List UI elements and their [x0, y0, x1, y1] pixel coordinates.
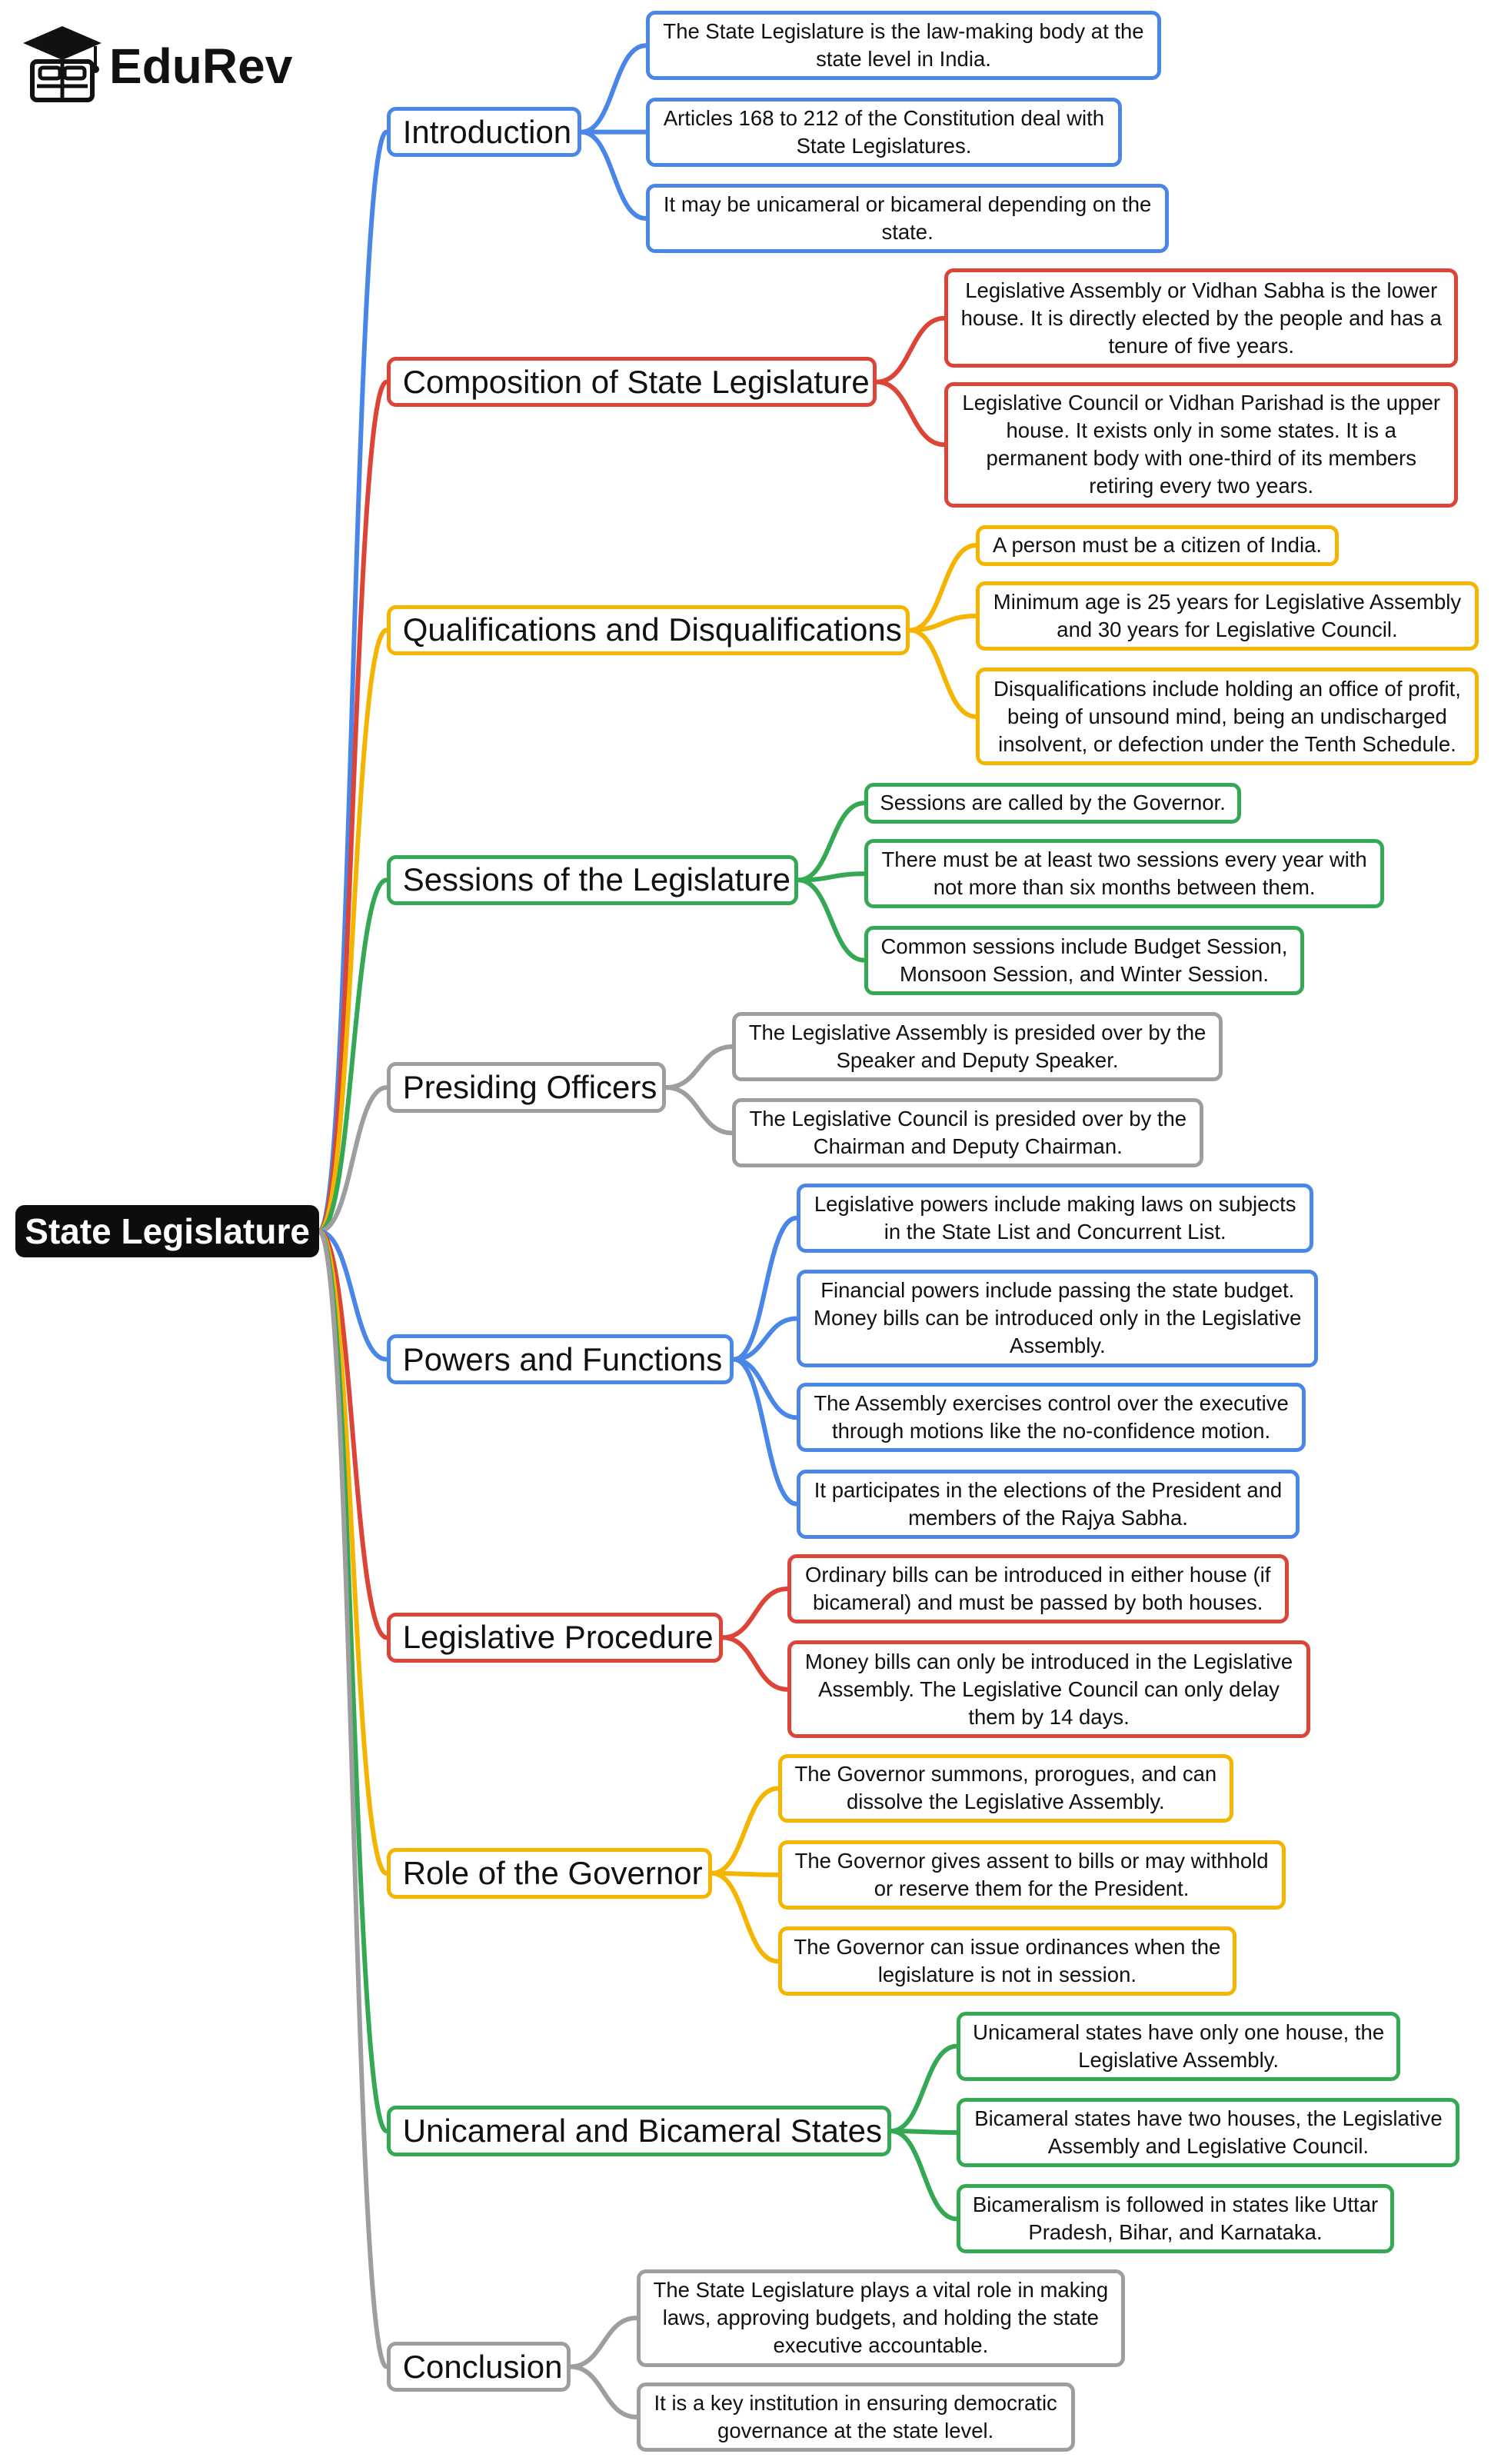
root-branch-connector	[316, 1085, 389, 1234]
leaf-node: Disqualifications include holding an off…	[976, 668, 1479, 766]
branch-node: Powers and Functions	[386, 1334, 734, 1385]
branch-leaf-connector	[721, 1586, 790, 1640]
branch-node: Role of the Governor	[386, 1848, 712, 1899]
leaf-node: Financial powers include passing the sta…	[797, 1270, 1319, 1367]
branch-leaf-connector	[721, 1635, 790, 1692]
leaf-node: Legislative Assembly or Vidhan Sabha is …	[944, 268, 1459, 368]
branch-leaf-connector	[709, 1870, 780, 1964]
leaf-node: The Governor summons, prorogues, and can…	[777, 1753, 1234, 1823]
branch-leaf-connector	[888, 2043, 960, 2133]
branch-node: Presiding Officers	[386, 1062, 667, 1113]
root-branch-connector	[316, 628, 389, 1234]
leaf-node: Legislative Council or Vidhan Parishad i…	[944, 381, 1459, 508]
leaf-node: The Legislative Council is presided over…	[732, 1098, 1204, 1168]
branch-node: Sessions of the Legislature	[386, 854, 799, 906]
leaf-node: Bicameralism is followed in states like …	[957, 2184, 1394, 2254]
branch-leaf-connector	[567, 2364, 639, 2419]
leaf-node: There must be at least two sessions ever…	[864, 839, 1385, 909]
branch-leaf-connector	[907, 614, 979, 633]
leaf-node: A person must be a citizen of India.	[976, 524, 1340, 566]
leaf-node: The Governor gives assent to bills or ma…	[777, 1840, 1286, 1910]
leaf-node: Articles 168 to 212 of the Constitution …	[645, 97, 1123, 167]
graduation-cap-icon	[23, 26, 102, 102]
branch-leaf-connector	[874, 379, 947, 448]
leaf-node: The Legislative Assembly is presided ove…	[732, 1012, 1223, 1081]
branch-leaf-connector	[664, 1044, 735, 1090]
leaf-node: The Governor can issue ordinances when t…	[777, 1926, 1237, 1996]
branch-leaf-connector	[796, 877, 867, 963]
leaf-node: It may be unicameral or bicameral depend…	[645, 184, 1170, 253]
branch-leaf-connector	[664, 1085, 735, 1136]
leaf-node: Money bills can only be introduced in th…	[787, 1640, 1311, 1739]
root-branch-connector	[316, 379, 389, 1234]
root-node: State Legislature	[15, 1205, 319, 1257]
branch-leaf-connector	[731, 1316, 800, 1362]
edurev-logo: EduRev	[22, 22, 292, 106]
branch-node: Introduction	[386, 106, 582, 158]
branch-node: Qualifications and Disqualifications	[386, 604, 910, 656]
branch-leaf-connector	[907, 628, 979, 719]
leaf-node: Ordinary bills can be introduced in eith…	[787, 1554, 1289, 1623]
root-branch-connector	[316, 1229, 389, 2369]
root-branch-connector	[316, 1229, 389, 2133]
branch-node: Legislative Procedure	[386, 1612, 723, 1663]
leaf-node: Sessions are called by the Governor.	[864, 782, 1242, 824]
branch-leaf-connector	[579, 129, 648, 221]
root-branch-connector	[316, 1229, 389, 1362]
branch-leaf-connector	[874, 315, 947, 385]
root-branch-connector	[316, 877, 389, 1234]
leaf-node: It is a key institution in ensuring demo…	[636, 2382, 1075, 2452]
leaf-node: Minimum age is 25 years for Legislative …	[976, 581, 1479, 651]
leaf-node: The State Legislature is the law-making …	[645, 11, 1162, 81]
branch-leaf-connector	[579, 43, 648, 135]
branch-leaf-connector	[709, 1786, 780, 1876]
leaf-node: Unicameral states have only one house, t…	[957, 2011, 1400, 2081]
branch-leaf-connector	[731, 1357, 800, 1507]
branch-leaf-connector	[731, 1215, 800, 1362]
branch-node: Conclusion	[386, 2341, 571, 2392]
leaf-node: Legislative powers include making laws o…	[797, 1183, 1314, 1253]
leaf-node: The Assembly exercises control over the …	[797, 1383, 1306, 1453]
leaf-node: Bicameral states have two houses, the Le…	[957, 2098, 1460, 2167]
branch-leaf-connector	[796, 801, 867, 883]
branch-leaf-connector	[567, 2316, 639, 2369]
leaf-node: Common sessions include Budget Session, …	[864, 925, 1305, 995]
branch-leaf-connector	[907, 543, 979, 633]
brand-name: EduRev	[109, 38, 293, 94]
leaf-node: The State Legislature plays a vital role…	[636, 2269, 1126, 2367]
leaf-node: It participates in the elections of the …	[797, 1469, 1300, 1539]
branch-leaf-connector	[888, 2128, 960, 2222]
branch-node: Composition of State Legislature	[386, 356, 877, 408]
branch-node: Unicameral and Bicameral States	[386, 2106, 891, 2156]
